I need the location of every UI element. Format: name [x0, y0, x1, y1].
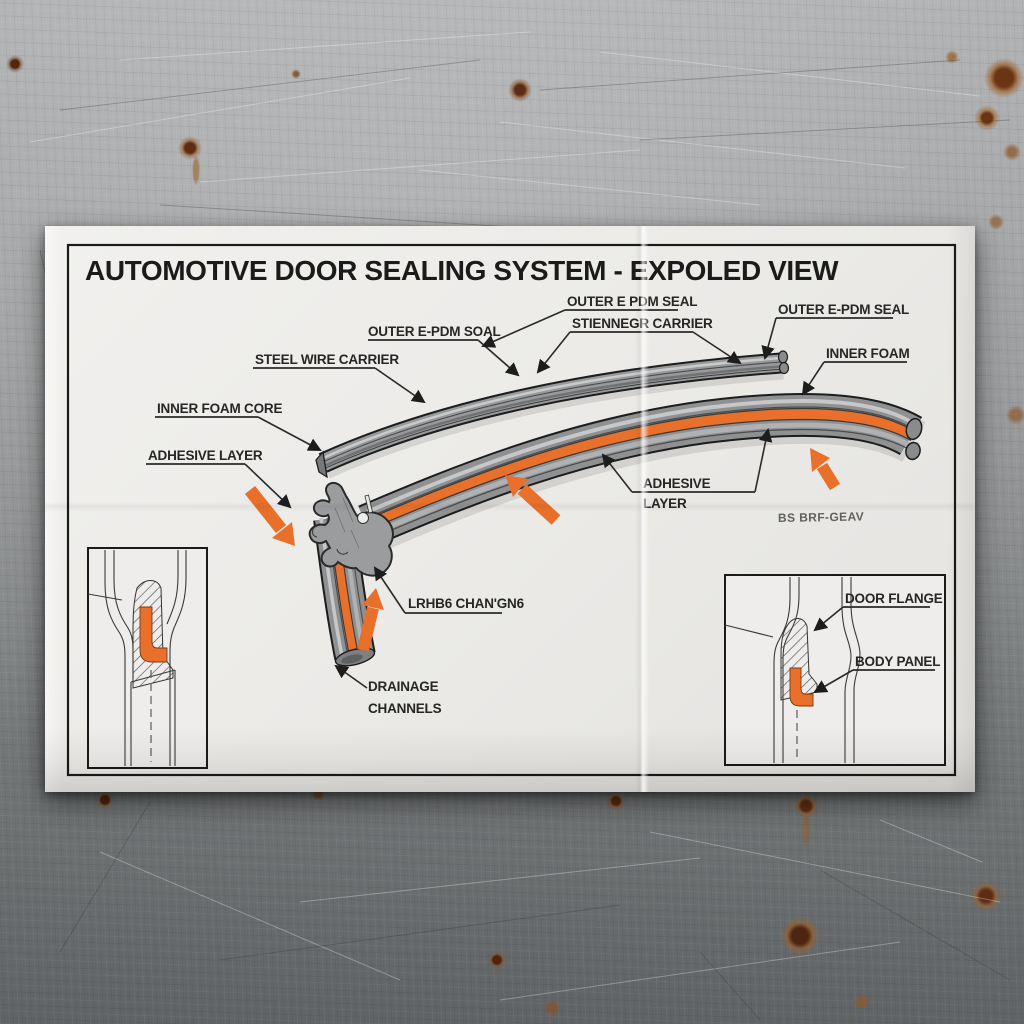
orange-arrow-up-left-right	[810, 448, 841, 491]
inset-right-cross-section: DOOR FLANGE BODY PANEL	[724, 574, 946, 766]
label-misc-note: BS BRF-GEAV	[778, 509, 864, 525]
poster-frame	[66, 243, 957, 777]
main-strip-end-cap	[905, 417, 923, 441]
inset-right-seal-lip	[789, 667, 814, 707]
label-adhesive-layer-left: ADHESIVE LAYER	[148, 448, 263, 463]
label-outer-epdm-seal-top: OUTER E PDM SEAL	[567, 294, 697, 309]
label-outer-epdm-soal: OUTER E-PDM SOAL	[368, 324, 501, 339]
label-drainage-line1: DRAINAGE	[368, 679, 439, 694]
top-strip-right-cap	[777, 350, 789, 364]
label-body-panel: BODY PANEL	[855, 654, 940, 669]
label-stiffener-carrier: STIENNEGR CARRIER	[572, 316, 713, 331]
label-inner-channel: LRHB6 CHAN'GN6	[408, 596, 525, 611]
inset-left-seal-lip	[139, 606, 168, 663]
main-strip-adhesive-stripe	[365, 408, 914, 530]
label-steel-wire-carrier: STEEL WIRE CARRIER	[255, 352, 399, 367]
seal-cross-section-profile	[308, 482, 394, 577]
label-inner-foam: INNER FOAM	[826, 346, 910, 361]
orange-arrows	[244, 448, 841, 652]
top-seal-strip	[315, 350, 790, 479]
main-seal-strip	[358, 392, 923, 547]
poster-paper: AUTOMOTIVE DOOR SEALING SYSTEM - EXPOLED…	[45, 226, 975, 792]
orange-arrow-down-right	[244, 485, 295, 546]
label-adhesive-line1: ADHESIVE	[643, 476, 711, 491]
inset-left-cross-section	[87, 547, 208, 769]
label-adhesive-line2: LAYER	[643, 496, 687, 511]
label-outer-epdm-seal-right: OUTER E-PDM SEAL	[778, 302, 909, 317]
top-strip-left-cap	[315, 450, 328, 479]
callout-labels: OUTER E-PDM SOAL STEEL WIRE CARRIER INNE…	[148, 294, 910, 716]
orange-arrow-up	[357, 588, 384, 652]
label-door-flange: DOOR FLANGE	[845, 591, 943, 606]
diagram: AUTOMOTIVE DOOR SEALING SYSTEM - EXPOLED…	[66, 243, 957, 777]
poster-title: AUTOMOTIVE DOOR SEALING SYSTEM - EXPOLED…	[85, 255, 839, 286]
label-inner-foam-core: INNER FOAM CORE	[157, 401, 282, 416]
leader-lines	[146, 309, 907, 689]
orange-arrow-up-left-center	[505, 475, 561, 525]
label-drainage-line2: CHANNELS	[368, 701, 442, 716]
